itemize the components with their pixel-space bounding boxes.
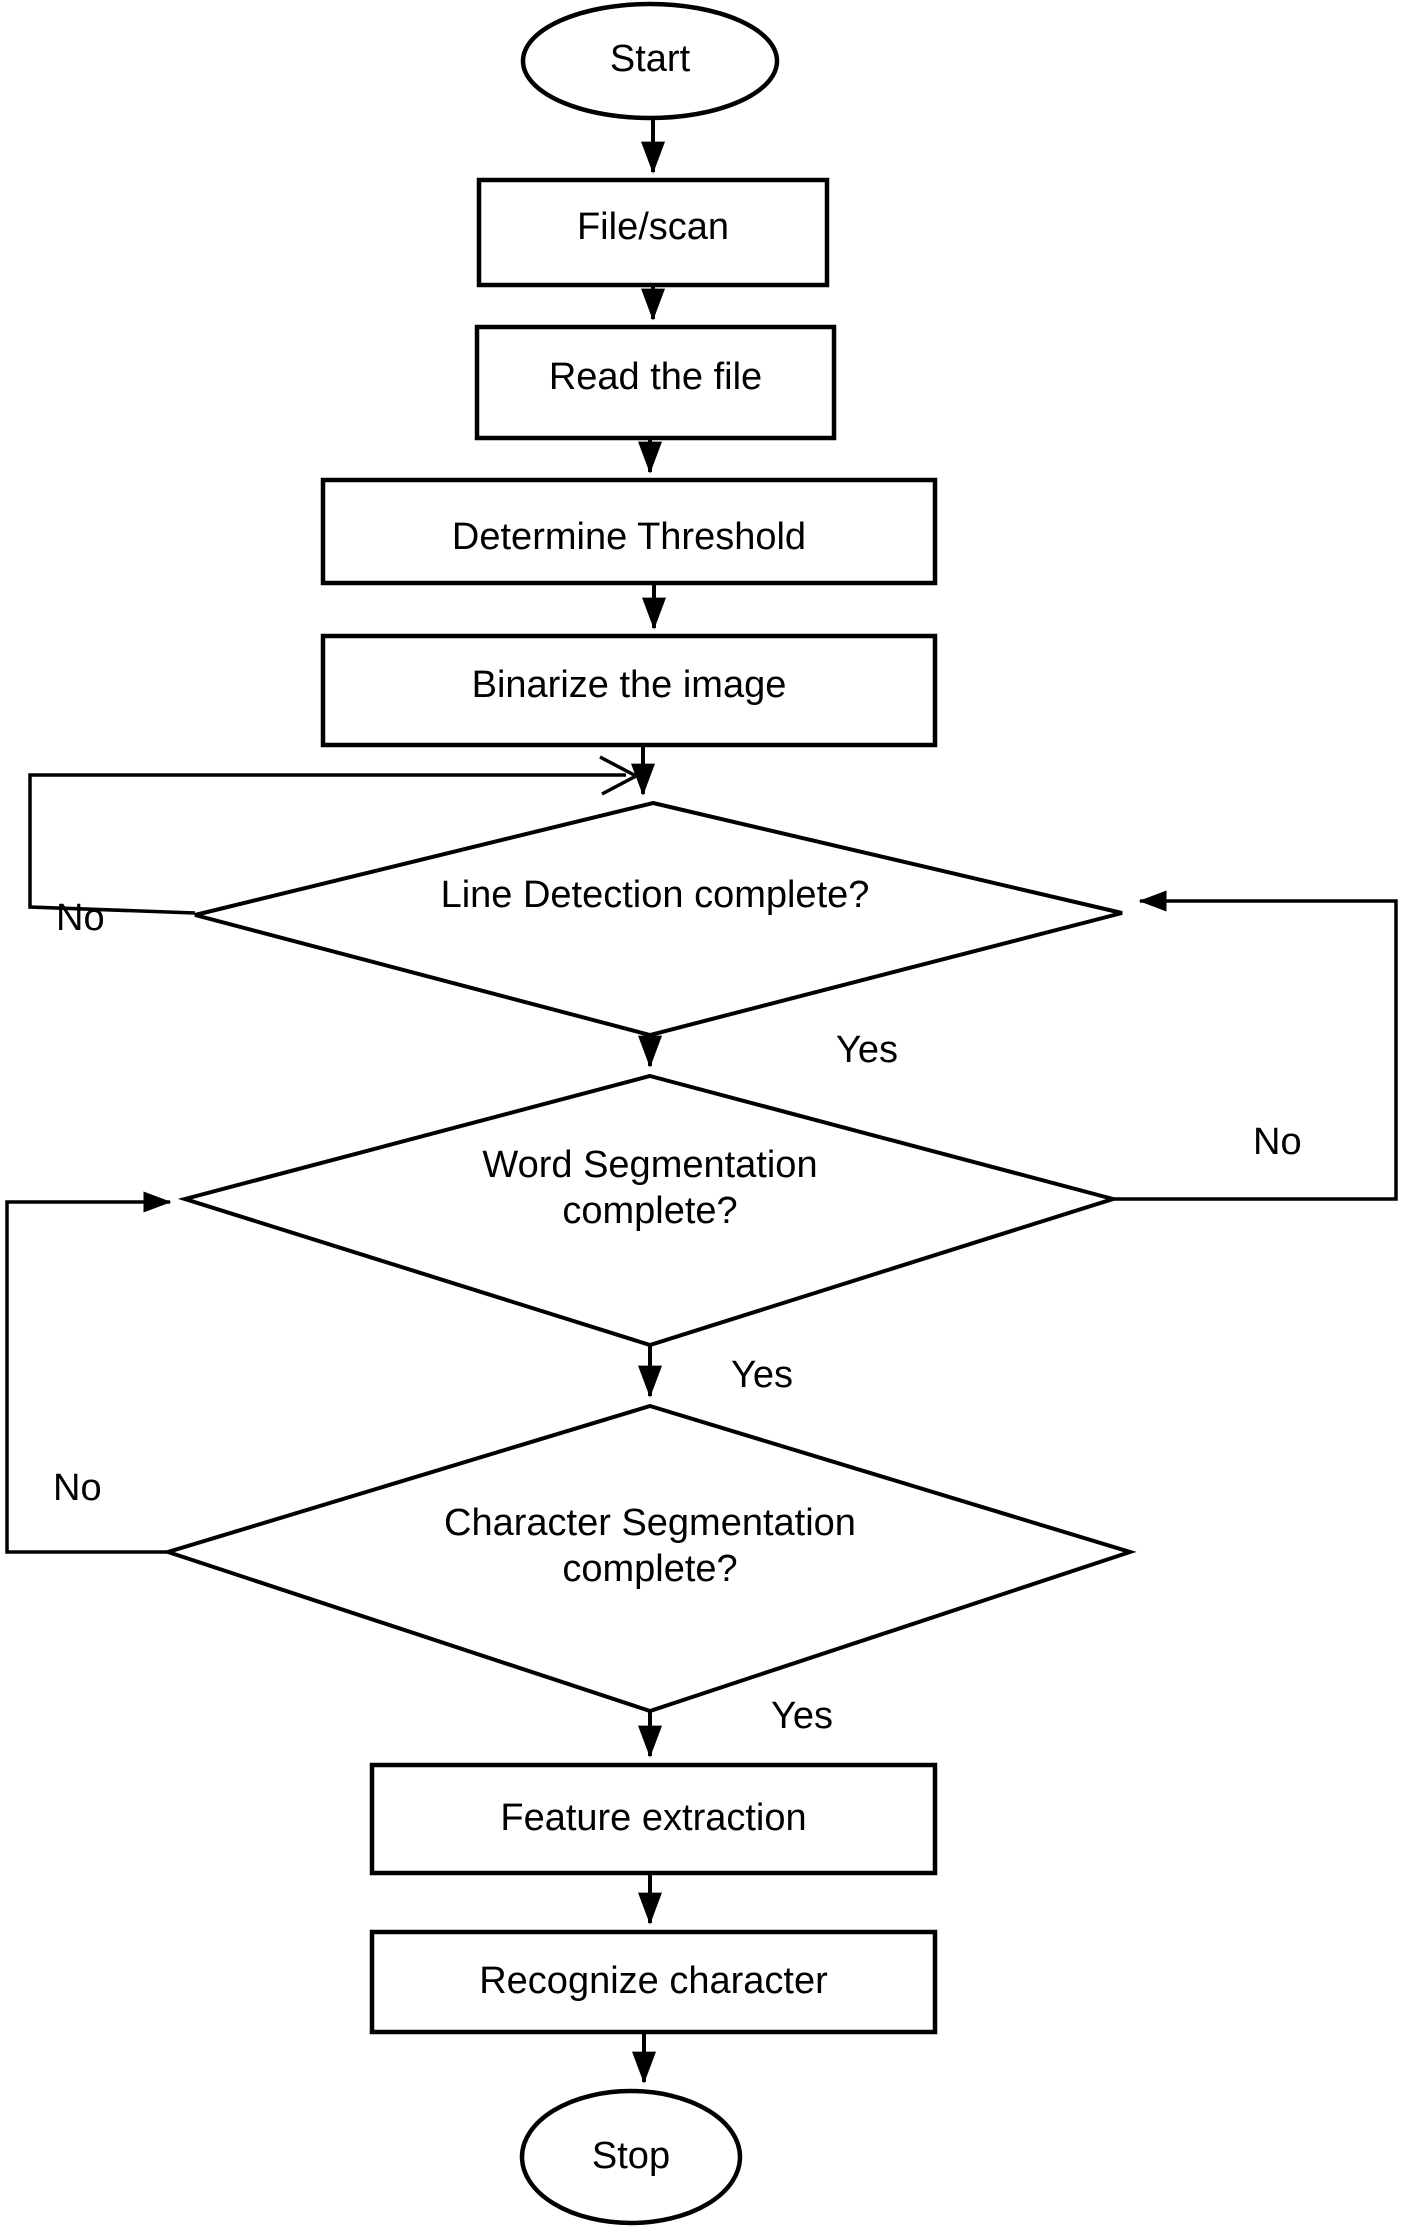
edge-label-character-segmentation-no: No [53, 1467, 102, 1509]
wordseg-decision-shape [177, 1073, 1121, 1348]
recognize-process-shape [369, 1929, 938, 2035]
node-feature-extraction-label: Feature extraction [500, 1797, 807, 1840]
charseg-decision-shape [161, 1403, 1137, 1714]
readfile-process-shape [474, 324, 837, 441]
filescan-process-shape [476, 177, 830, 288]
edge-label-word-segmentation-yes: Yes [731, 1354, 793, 1396]
node-start-label: Start [609, 38, 691, 81]
loop-wordseg-no [1113, 890, 1398, 1201]
node-binarize-label: Binarize the image [471, 664, 787, 707]
loop-charseg-no [5, 1191, 172, 1554]
linedetection-decision-shape [194, 800, 1123, 1038]
node-determine-threshold-label: Determine Threshold [451, 515, 807, 558]
node-character-segmentation-label: Character Segmentation complete? [444, 1502, 856, 1590]
start-terminator-shape [520, 1, 780, 121]
binarize-process-shape [320, 633, 938, 748]
node-line-detection-label: Line Detection complete? [440, 874, 870, 917]
node-file-scan-label: File/scan [576, 206, 730, 249]
open-arrowhead-icon [599, 755, 640, 796]
feature-process-shape [369, 1762, 938, 1876]
loop-linedetection-no [28, 773, 626, 915]
node-read-file-label: Read the file [548, 356, 763, 399]
edge-label-line-detection-no: No [56, 897, 105, 939]
node-word-segmentation-label: Word Segmentation complete? [482, 1144, 818, 1232]
edge-label-character-segmentation-yes: Yes [771, 1695, 833, 1737]
edge-label-line-detection-yes: Yes [836, 1029, 898, 1071]
node-stop-label: Stop [591, 2135, 671, 2178]
threshold-process-shape [320, 477, 938, 586]
edge-label-word-segmentation-no: No [1253, 1121, 1302, 1163]
stop-terminator-shape [519, 2088, 743, 2226]
node-recognize-character-label: Recognize character [479, 1960, 828, 2003]
